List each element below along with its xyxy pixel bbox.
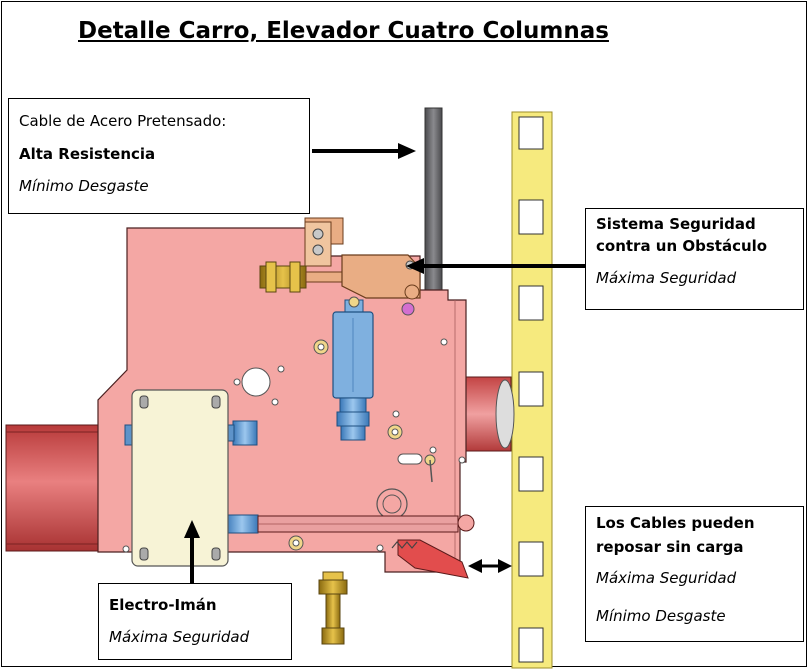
column-slot	[518, 199, 544, 235]
actuator-rod	[225, 514, 475, 534]
callout-electro-magnet: Electro-Imán Máxima Seguridad	[98, 583, 292, 660]
column-slot	[518, 116, 544, 150]
column-slot	[518, 541, 544, 577]
arrow-safety	[406, 258, 585, 274]
limit-switch	[332, 296, 374, 441]
bottom-bolt	[318, 571, 348, 645]
page-title: Detalle Carro, Elevador Cuatro Columnas	[78, 18, 609, 44]
arrow-gap	[468, 559, 512, 573]
callout-text-italic: Mínimo Desgaste	[596, 607, 726, 625]
callout-text-bold: Alta Resistencia	[19, 145, 156, 163]
column-slot	[518, 456, 544, 492]
electro-magnet	[124, 389, 258, 567]
callout-text-italic: Mínimo Desgaste	[19, 177, 149, 195]
callout-text-italic: Máxima Seguridad	[596, 569, 737, 587]
column	[511, 111, 553, 669]
steel-cable	[424, 107, 443, 299]
column-slot	[518, 371, 544, 407]
callout-text: Cable de Acero Pretensado:	[19, 112, 227, 130]
callout-text-bold: Sistema Seguridad	[596, 215, 756, 233]
callout-text-bold: reposar sin carga	[596, 538, 744, 556]
callout-text-italic: Máxima Seguridad	[596, 269, 737, 287]
callout-cables-rest: Los Cables pueden reposar sin carga Máxi…	[585, 506, 804, 642]
callout-text-italic: Máxima Seguridad	[109, 628, 250, 646]
obstacle-lever	[391, 539, 469, 579]
column-slot	[518, 285, 544, 321]
callout-text-bold: contra un Obstáculo	[596, 237, 768, 255]
arrow-cable	[312, 143, 416, 159]
callout-steel-cable: Cable de Acero Pretensado: Alta Resisten…	[8, 98, 310, 214]
callout-safety-system: Sistema Seguridad contra un Obstáculo Má…	[585, 208, 804, 310]
guide-roller	[462, 376, 515, 452]
column-slot	[518, 627, 544, 663]
arrows	[184, 143, 585, 583]
arrow-magnet	[184, 520, 200, 583]
fittings	[288, 302, 436, 551]
callout-text-bold: Los Cables pueden	[596, 514, 755, 532]
red-beam	[5, 424, 99, 552]
safety-mechanism	[259, 217, 421, 300]
callout-text-bold: Electro-Imán	[109, 596, 217, 614]
